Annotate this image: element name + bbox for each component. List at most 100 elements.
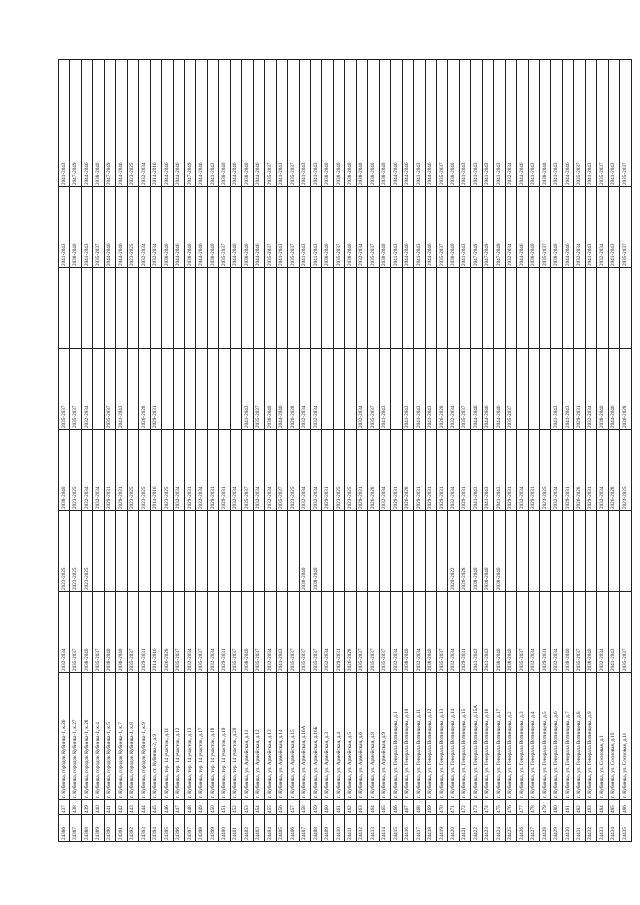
period-cell-3: 2023-2025 bbox=[619, 429, 632, 511]
record-id-cell: 24393 bbox=[138, 814, 151, 842]
period-cell-5 bbox=[425, 267, 437, 349]
period-cell-2: 2038-2040 bbox=[299, 510, 311, 592]
period-cell-3: 2041-2043 bbox=[470, 429, 483, 511]
record-id-cell: 24399 bbox=[207, 814, 219, 842]
period-cell-4 bbox=[127, 348, 139, 430]
record-id-cell: 24403 bbox=[253, 814, 265, 842]
address-cell: г. Кубинка, городок Кубинка-1, к.28 bbox=[81, 672, 93, 800]
period-cell-6: 2032-2034 bbox=[573, 186, 586, 268]
address-cell: г. Кубинка, ул. Армейская, д.14 bbox=[276, 672, 288, 800]
record-id-cell: 24414 bbox=[379, 814, 391, 842]
period-cell-5 bbox=[92, 267, 105, 349]
period-cell-5 bbox=[493, 267, 506, 349]
period-cell-1: 2035-2037 bbox=[379, 591, 391, 673]
period-cell-3: 2026-2028 bbox=[367, 429, 380, 511]
record-id-cell: 24412 bbox=[356, 814, 368, 842]
period-cell-7: 2038-2040 bbox=[344, 59, 357, 187]
period-cell-4: 2041-2043 bbox=[402, 348, 414, 430]
row-number-cell: 473 bbox=[470, 799, 483, 815]
period-cell-1: 2032-2034 bbox=[58, 591, 70, 673]
period-cell-1: 2032-2034 bbox=[207, 591, 219, 673]
period-cell-3: 2032-2034 bbox=[173, 429, 185, 511]
period-cell-2 bbox=[276, 510, 288, 592]
period-cell-7: 2023-2025 bbox=[127, 59, 139, 187]
period-cell-5 bbox=[390, 267, 403, 349]
row-number-cell: 459 bbox=[310, 799, 322, 815]
period-cell-7: 2044-2046 bbox=[173, 59, 185, 187]
period-cell-7: 2041-2043 bbox=[482, 59, 494, 187]
period-cell-3: 2029-2031 bbox=[356, 429, 368, 511]
period-cell-5 bbox=[81, 267, 93, 349]
period-cell-6: 2023-2025 bbox=[127, 186, 139, 268]
period-cell-4: 2035-2037 bbox=[367, 348, 380, 430]
period-cell-7: 2041-2043 bbox=[58, 59, 70, 187]
period-cell-4: 2038-2040 bbox=[264, 348, 277, 430]
address-cell: г. Кубинка, тер. 14 участок, д.12 bbox=[173, 672, 185, 800]
period-cell-3: 2023-2025 bbox=[69, 429, 82, 511]
period-cell-6: 2044-2046 bbox=[195, 186, 208, 268]
period-cell-6: 2038-2040 bbox=[550, 186, 563, 268]
period-cell-2 bbox=[390, 510, 403, 592]
period-cell-5 bbox=[253, 267, 265, 349]
record-id-cell: 24424 bbox=[493, 814, 506, 842]
row-number-cell: 447 bbox=[173, 799, 185, 815]
period-cell-2 bbox=[241, 510, 254, 592]
period-cell-2 bbox=[195, 510, 208, 592]
period-cell-1: 2038-2040 bbox=[402, 591, 414, 673]
period-cell-3: 2032-2034 bbox=[81, 429, 93, 511]
record-id-cell: 24423 bbox=[482, 814, 494, 842]
period-cell-1: 2035-2037 bbox=[253, 591, 265, 673]
period-cell-5 bbox=[218, 267, 231, 349]
record-id-cell: 24410 bbox=[333, 814, 345, 842]
row-number-cell: 446 bbox=[161, 799, 174, 815]
period-cell-5 bbox=[299, 267, 311, 349]
period-cell-4 bbox=[390, 348, 403, 430]
record-id-cell: 24406 bbox=[287, 814, 300, 842]
address-cell: г. Кубинка, ул. Генерала Вотинцева, д.11 bbox=[413, 672, 425, 800]
period-cell-3: 2032-2034 bbox=[92, 429, 105, 511]
period-cell-4 bbox=[539, 348, 551, 430]
period-cell-3: 2041-2043 bbox=[482, 429, 494, 511]
record-id-cell: 24434 bbox=[608, 814, 620, 842]
period-cell-2: 2023-2025 bbox=[69, 510, 82, 592]
period-cell-7: 2041-2043 bbox=[493, 59, 506, 187]
period-cell-6: 2041-2043 bbox=[310, 186, 322, 268]
address-cell: г. Кубинка, городок Кубинка-1, к.27 bbox=[69, 672, 82, 800]
period-cell-2 bbox=[173, 510, 185, 592]
record-id-cell: 24402 bbox=[241, 814, 254, 842]
address-cell: г. Кубинка, ул. Генерала Вотинцева, д.8 bbox=[573, 672, 586, 800]
period-cell-7: 2038-2040 bbox=[539, 59, 551, 187]
period-cell-7: 2041-2043 bbox=[459, 59, 471, 187]
period-cell-5 bbox=[150, 267, 162, 349]
period-cell-4 bbox=[528, 348, 540, 430]
row-number-cell: 474 bbox=[482, 799, 494, 815]
period-cell-4 bbox=[516, 348, 529, 430]
period-cell-5 bbox=[367, 267, 380, 349]
period-cell-2 bbox=[619, 510, 632, 592]
period-cell-1: 2032-2034 bbox=[264, 591, 277, 673]
period-cell-1: 2035-2037 bbox=[195, 591, 208, 673]
row-number-cell: 454 bbox=[253, 799, 265, 815]
address-cell: г. Кубинка, ул. Армейская, д.13 bbox=[264, 672, 277, 800]
period-cell-4: 2026-2028 bbox=[436, 348, 448, 430]
period-cell-3: 2023-2025 bbox=[161, 429, 174, 511]
period-cell-4 bbox=[207, 348, 219, 430]
period-cell-5 bbox=[58, 267, 70, 349]
record-id-cell: 24422 bbox=[470, 814, 483, 842]
